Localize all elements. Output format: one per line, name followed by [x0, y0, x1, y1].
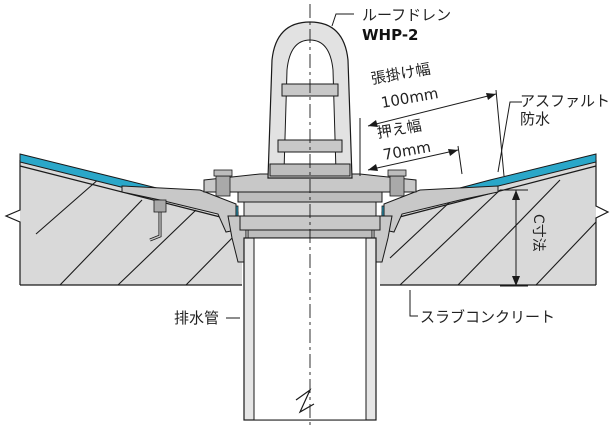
leader-lines: [226, 13, 522, 319]
label-press-value: 70mm: [382, 138, 433, 164]
slab-left: [4, 160, 242, 286]
label-drain-name: ルーフドレン: [362, 6, 451, 24]
label-drain-pipe: 排水管: [174, 309, 219, 327]
label-asphalt-2: 防水: [520, 110, 550, 128]
slab-right: [380, 160, 610, 286]
dimension-overlap: [359, 89, 505, 177]
label-c-dimension: C寸法: [530, 214, 546, 252]
dimension-c: [500, 189, 528, 287]
label-asphalt-1: アスファルト: [520, 92, 610, 110]
dimension-press: [367, 145, 463, 175]
label-slab: スラブコンクリート: [420, 308, 555, 326]
label-overlap-width: 張掛け幅: [370, 60, 432, 88]
label-overlap-value: 100mm: [380, 84, 440, 112]
label-drain-model: WHP-2: [362, 26, 419, 44]
label-press-width: 押え幅: [376, 116, 423, 142]
